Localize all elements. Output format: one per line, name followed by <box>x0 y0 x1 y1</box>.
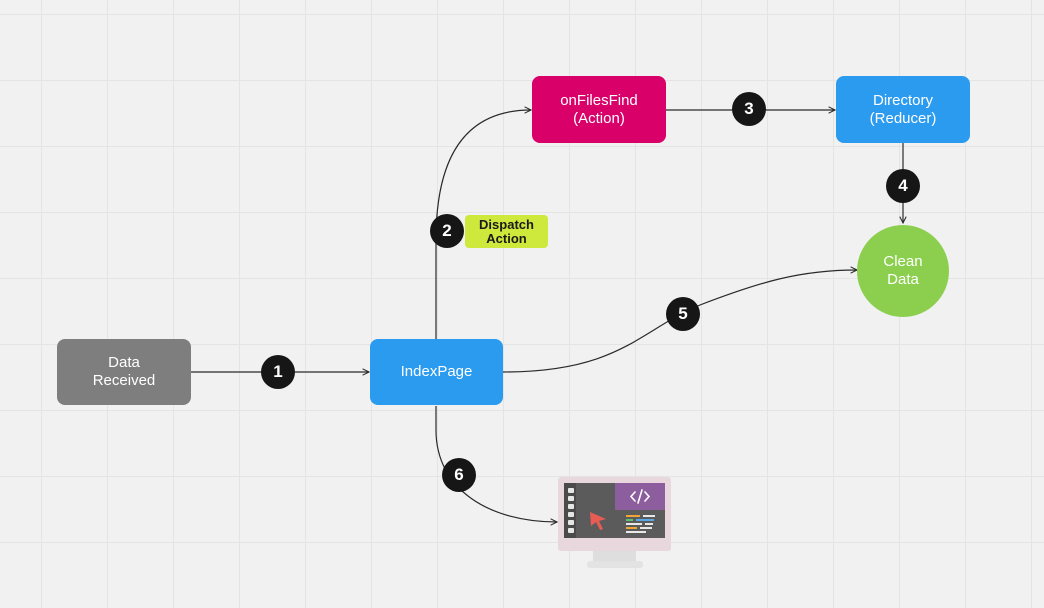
data-received-node[interactable]: Data Received <box>57 339 191 405</box>
step-badge-2: 2 <box>430 214 464 248</box>
edge-indexpage-to-monitor <box>435 406 557 522</box>
onfilesfind-action-node[interactable]: onFilesFind (Action) <box>532 76 666 143</box>
step-badge-1: 1 <box>261 355 295 389</box>
dispatch-action-label: Dispatch Action <box>465 215 548 248</box>
directory-reducer-node[interactable]: Directory (Reducer) <box>836 76 970 143</box>
step-badge-4: 4 <box>886 169 920 203</box>
monitor-code-icon <box>558 477 671 568</box>
indexpage-node[interactable]: IndexPage <box>370 339 503 405</box>
step-badge-5: 5 <box>666 297 700 331</box>
step-badge-6: 6 <box>442 458 476 492</box>
step-badge-3: 3 <box>732 92 766 126</box>
clean-data-node[interactable]: Clean Data <box>857 225 949 317</box>
